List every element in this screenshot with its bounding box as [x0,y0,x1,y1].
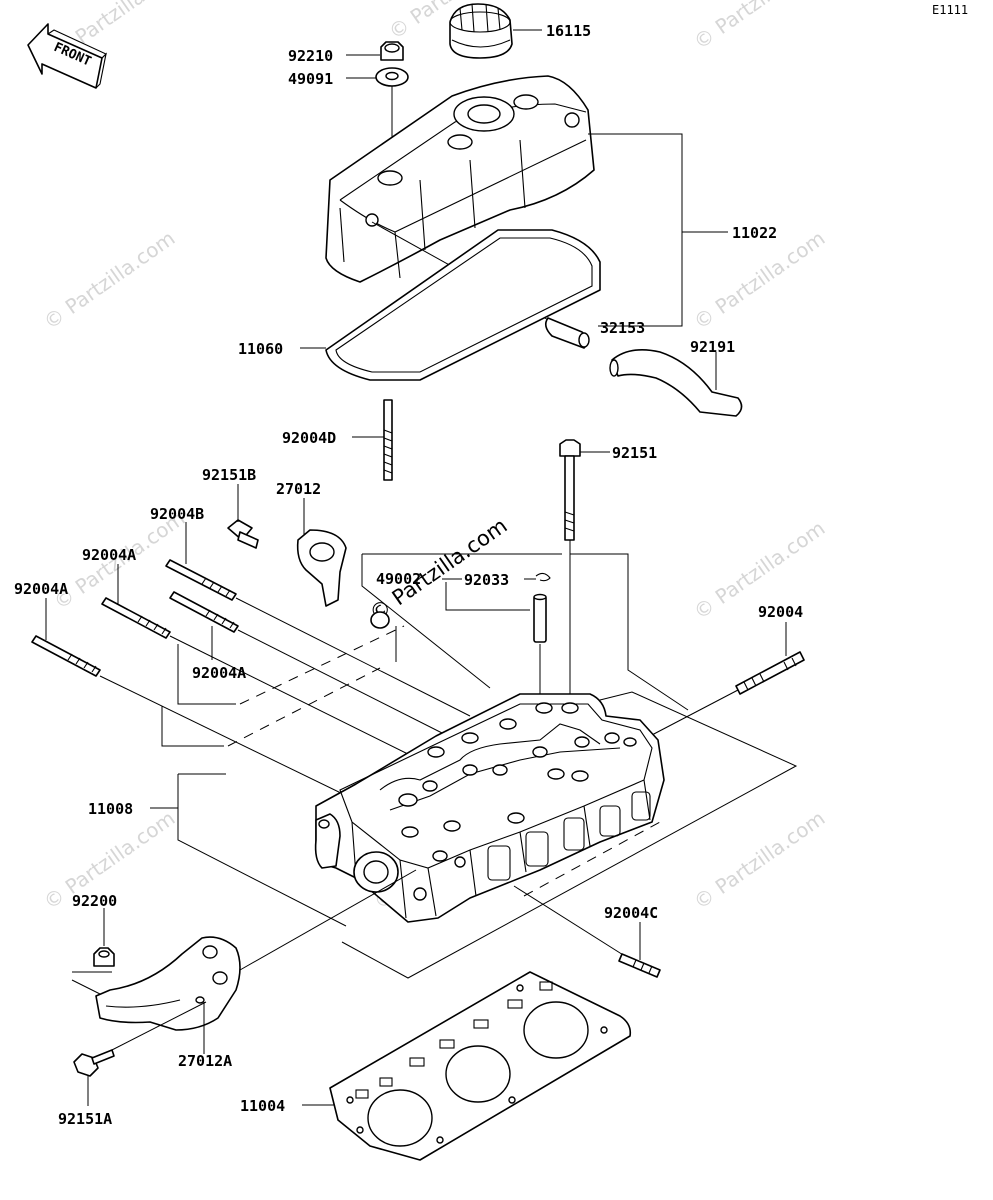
label-92151B: 92151B [202,466,256,484]
label-27012A: 27012A [178,1052,232,1070]
gasket-11060 [325,229,601,381]
bracket-27012A [95,936,241,1031]
bolt-92151A [73,1049,115,1077]
watermark: © Partzilla.com [689,806,829,914]
label-92004: 92004 [758,603,803,621]
label-92004A-1: 92004A [82,546,136,564]
watermark: © Partzilla.com [689,226,829,334]
head-gasket-11004 [329,971,632,1161]
label-11060: 11060 [238,340,283,358]
label-92004D: 92004D [282,429,336,447]
label-92191: 92191 [690,338,735,356]
front-arrow-icon: FRONT [27,23,107,89]
clip-92033 [535,572,551,582]
hose-92191 [609,349,743,417]
dowel-pin [533,593,547,643]
label-92151: 92151 [612,444,657,462]
breather-32153 [544,317,590,349]
oil-cap-16115 [449,3,513,59]
label-27012: 27012 [276,480,321,498]
nut-92200 [93,947,115,967]
stud-92004A [169,591,239,633]
label-92210: 92210 [288,47,333,65]
label-49091: 49091 [288,70,333,88]
label-92004B: 92004B [150,505,204,523]
watermark: © Partzilla.com [689,0,829,54]
stud-92004C [618,953,661,978]
label-11004: 11004 [240,1097,285,1115]
label-49002: 49002 [376,570,421,588]
stud-92004D [383,399,393,481]
label-11022: 11022 [732,224,777,242]
stud-92004A [31,635,101,677]
label-92200: 92200 [72,892,117,910]
nut-92210 [380,41,404,61]
diagram-code: E1111 [932,3,968,17]
bracket-27012 [296,529,347,607]
label-11008: 11008 [88,800,133,818]
washer-49091 [375,67,409,87]
label-92004C: 92004C [604,904,658,922]
label-92004A-2: 92004A [192,664,246,682]
stud-92004 [735,651,805,695]
bolt-92151 [559,439,581,541]
label-16115: 16115 [546,22,591,40]
label-92151A: 92151A [58,1110,112,1128]
o-ring-49002 [370,611,390,629]
cylinder-head-11008 [314,693,665,923]
bolt-92151B [227,519,259,549]
watermark: © Partzilla.com [39,226,179,334]
label-92033: 92033 [464,571,509,589]
label-32153: 32153 [600,319,645,337]
label-92004A-3: 92004A [14,580,68,598]
valve-cover-11022 [325,75,595,283]
stud-92004A [101,597,171,639]
stud-92004B [165,559,237,601]
